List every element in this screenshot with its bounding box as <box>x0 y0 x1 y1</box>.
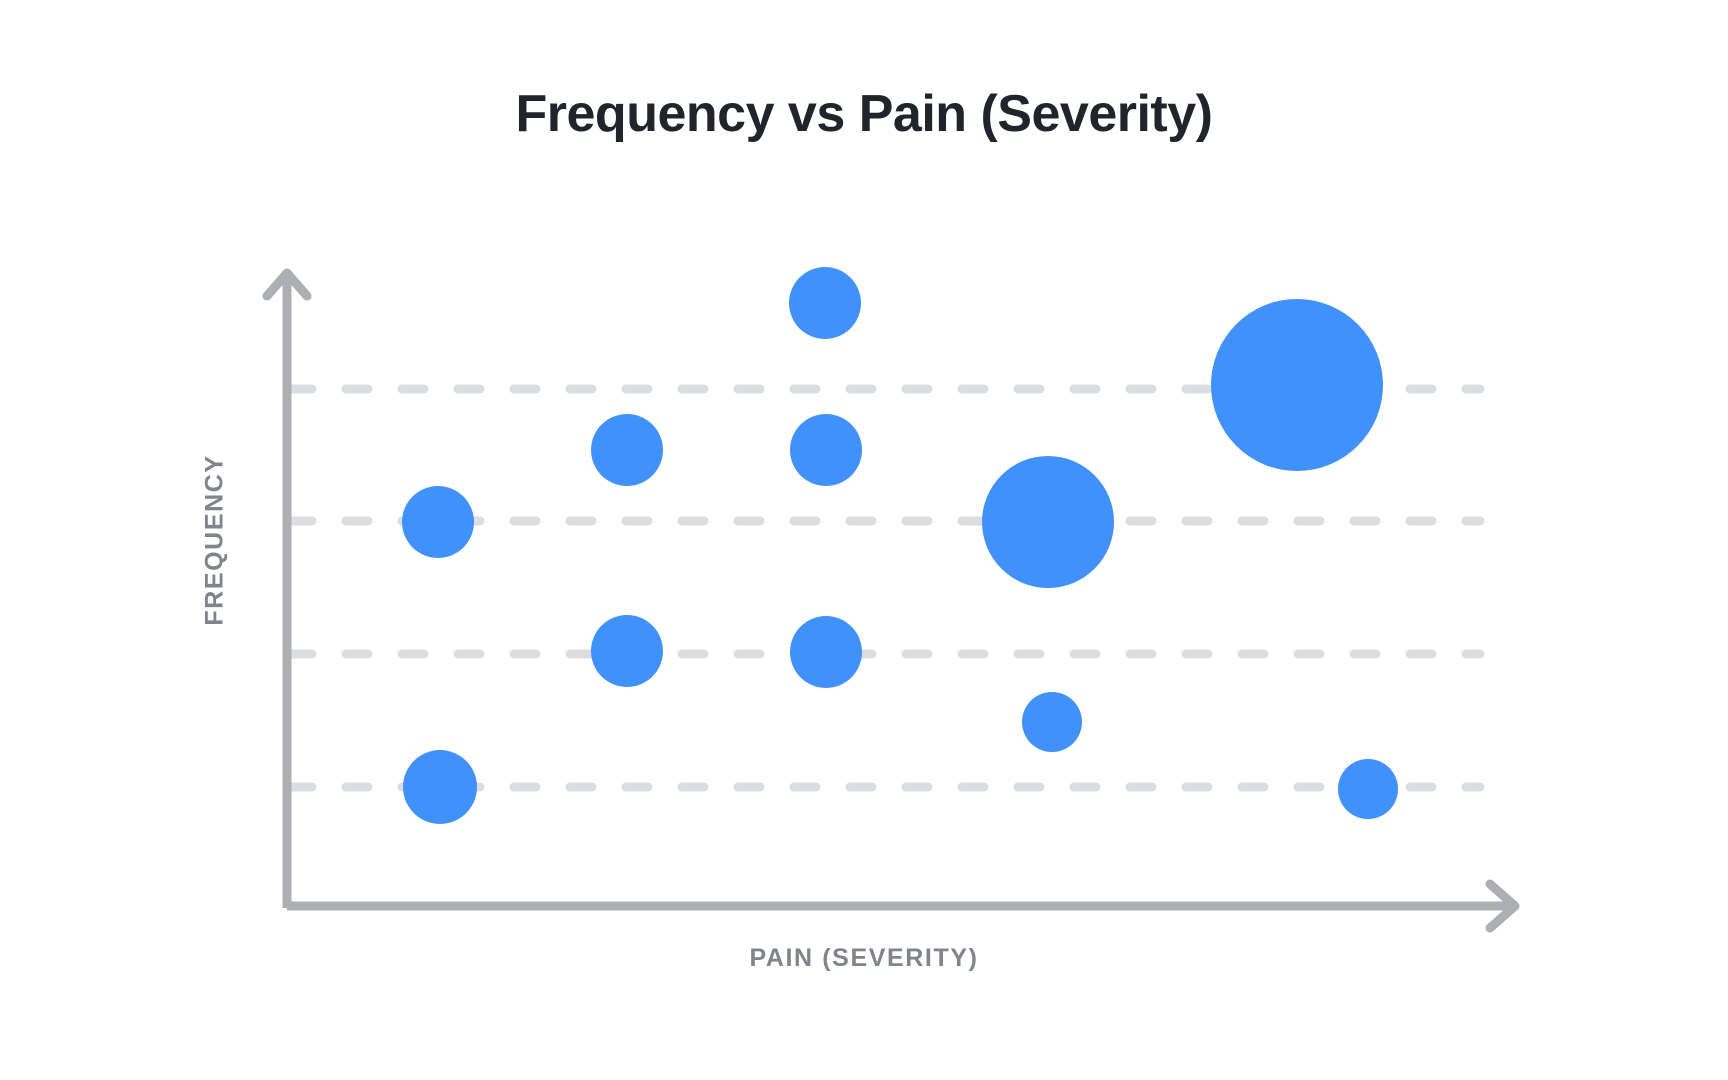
bubble-point[interactable] <box>789 267 861 339</box>
y-axis-label-wrapper: FREQUENCY <box>155 380 275 700</box>
bubble-series <box>402 267 1398 824</box>
bubble-point[interactable] <box>1338 759 1398 819</box>
x-axis <box>287 879 1520 933</box>
bubble-point[interactable] <box>402 486 474 558</box>
y-axis-label: FREQUENCY <box>200 454 229 626</box>
bubble-point[interactable] <box>790 414 862 486</box>
bubble-point[interactable] <box>591 414 663 486</box>
y-axis <box>262 268 312 908</box>
y-axis-arrowhead-icon <box>262 268 312 301</box>
bubble-point[interactable] <box>982 456 1114 588</box>
bubble-point[interactable] <box>790 616 862 688</box>
bubble-point[interactable] <box>1022 692 1082 752</box>
bubble-point[interactable] <box>1211 299 1383 471</box>
bubble-point[interactable] <box>591 615 663 687</box>
x-axis-arrowhead-icon <box>1485 879 1520 933</box>
chart-title: Frequency vs Pain (Severity) <box>515 85 1213 143</box>
bubble-point[interactable] <box>403 750 477 824</box>
x-axis-label: PAIN (SEVERITY) <box>749 944 979 972</box>
